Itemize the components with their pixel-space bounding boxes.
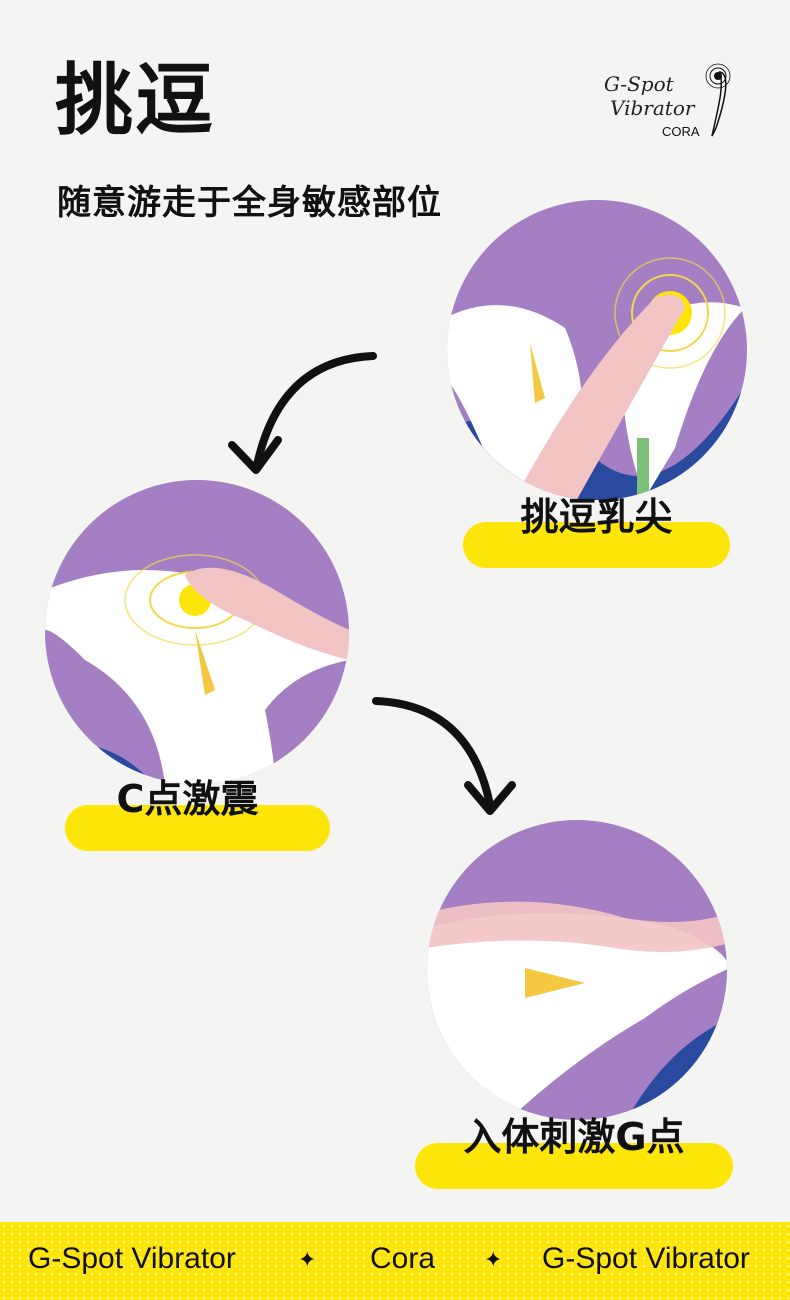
logo-brand: CORA [662, 124, 700, 139]
curved-arrow-icon [372, 697, 516, 815]
label-pill-3 [415, 1143, 733, 1189]
clitoral-stimulation-illustration [45, 480, 349, 784]
page-subtitle: 随意游走于全身敏感部位 [57, 183, 442, 223]
footer-text-1: G-Spot Vibrator [28, 1242, 236, 1275]
logo-line1: G-Spot [604, 72, 674, 96]
g-spot-illustration [427, 820, 727, 1120]
scene-label-1: 挑逗乳尖 [520, 495, 673, 539]
curved-arrow-icon [228, 352, 377, 474]
vibrator-logo-icon [705, 63, 731, 137]
footer-banner: G-Spot Vibrator ✦ Cora ✦ G-Spot Vibrator [0, 1222, 790, 1300]
page-title: 挑逗 [55, 56, 216, 146]
sparkle-icon: ✦ [484, 1247, 503, 1272]
logo-line2: Vibrator [610, 96, 695, 120]
label-pill-1 [463, 522, 730, 568]
scene-label-3: 入体刺激G点 [463, 1115, 685, 1159]
nipple-tease-illustration [447, 200, 747, 500]
sparkle-icon: ✦ [298, 1247, 317, 1272]
scene-label-2: C点激震 [116, 777, 259, 821]
footer-text-3: G-Spot Vibrator [542, 1242, 750, 1275]
label-pill-2 [65, 805, 330, 851]
footer-text-2: Cora [370, 1242, 436, 1275]
